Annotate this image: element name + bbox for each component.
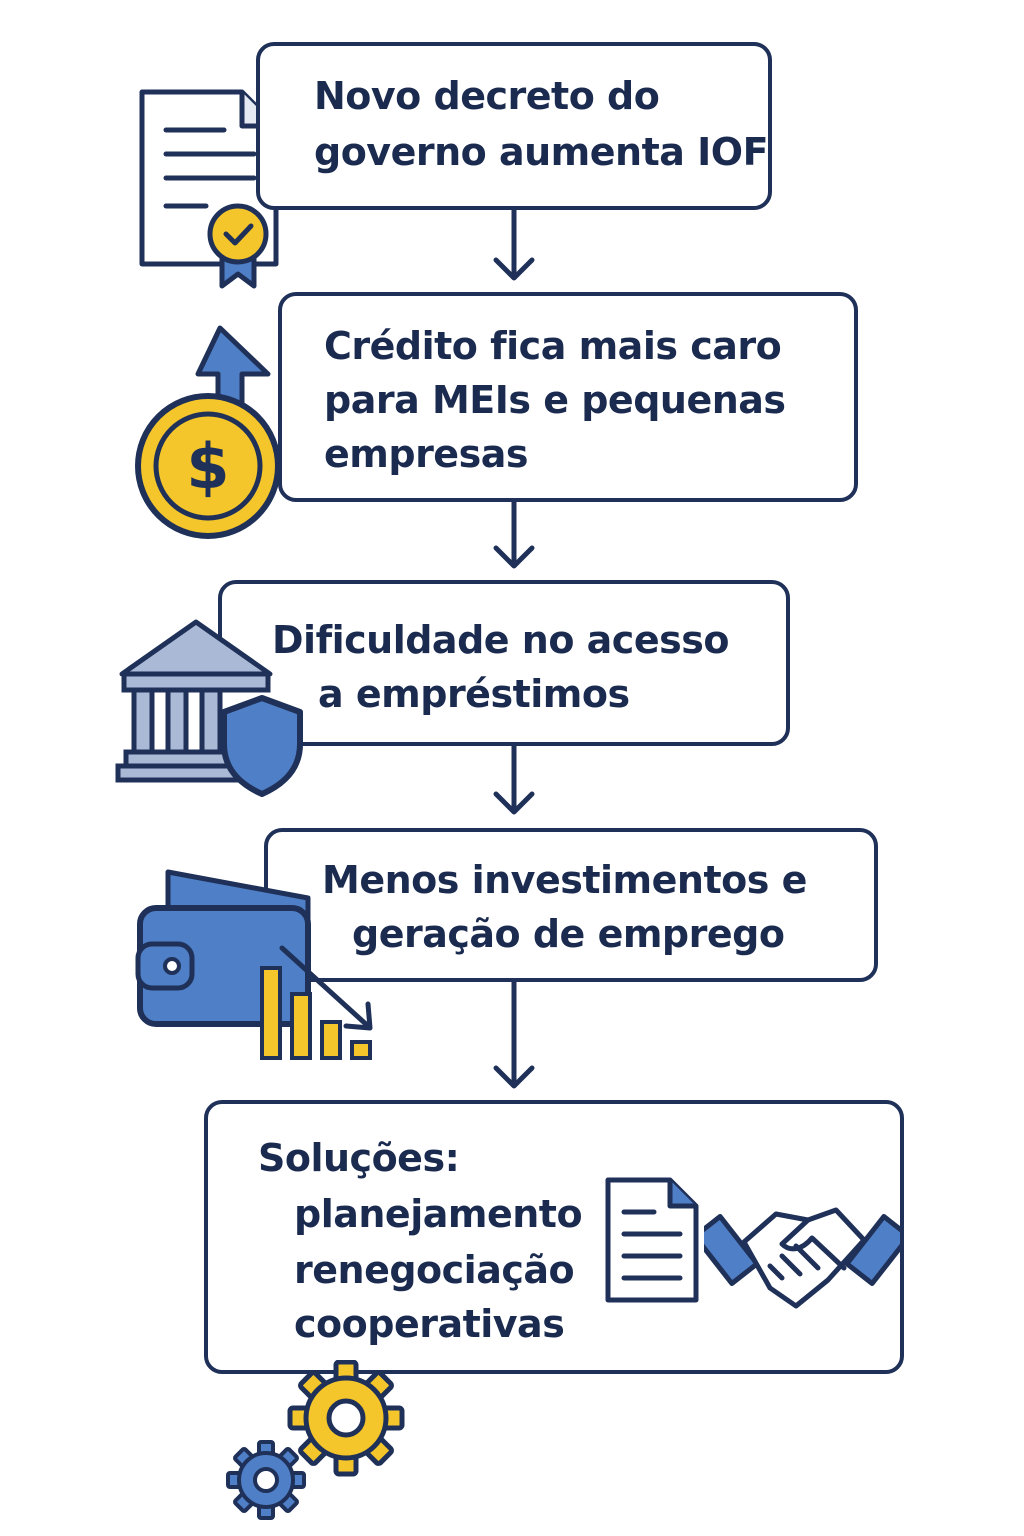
step-investment-line-1: Menos investimentos e xyxy=(322,858,807,902)
step-credit-line-1: Crédito fica mais caro xyxy=(324,324,782,368)
step-credit-line-2: para MEIs e pequenas xyxy=(324,378,786,422)
step-access-line-1: Dificuldade no acesso xyxy=(272,618,729,662)
flow-arrow xyxy=(493,502,535,569)
document-certificate-icon xyxy=(139,89,279,289)
step-investment-box: Menos investimentos e geração de emprego xyxy=(264,828,878,982)
step-decree-line-2: governo aumenta IOF xyxy=(314,130,769,174)
step-investment-line-2: geração de emprego xyxy=(352,912,785,956)
flow-arrow xyxy=(493,982,535,1089)
step-decree-box: Novo decreto do governo aumenta IOF xyxy=(256,42,772,210)
svg-text:$: $ xyxy=(186,430,229,503)
handshake-icon xyxy=(704,1207,900,1309)
flow-arrow xyxy=(493,746,535,815)
step-access-box: Dificuldade no acesso a empréstimos xyxy=(218,580,790,746)
step-credit-box: Crédito fica mais caro para MEIs e peque… xyxy=(278,292,858,502)
bank-shield-icon xyxy=(115,619,303,797)
document-icon xyxy=(605,1177,699,1303)
coin-up-arrow-icon: $ xyxy=(135,325,281,539)
step-credit-line-3: empresas xyxy=(324,432,528,476)
step-decree-line-1: Novo decreto do xyxy=(314,74,660,118)
step-access-line-2: a empréstimos xyxy=(318,672,630,716)
wallet-decline-chart-icon xyxy=(135,869,373,1060)
flow-arrow xyxy=(493,210,535,281)
gears-icon xyxy=(226,1360,405,1520)
solutions-item-cooperativas: cooperativas xyxy=(294,1302,565,1346)
solutions-item-planejamento: planejamento xyxy=(294,1192,583,1236)
solutions-item-renegociacao: renegociação xyxy=(294,1248,575,1292)
solutions-title: Soluções: xyxy=(258,1136,460,1180)
